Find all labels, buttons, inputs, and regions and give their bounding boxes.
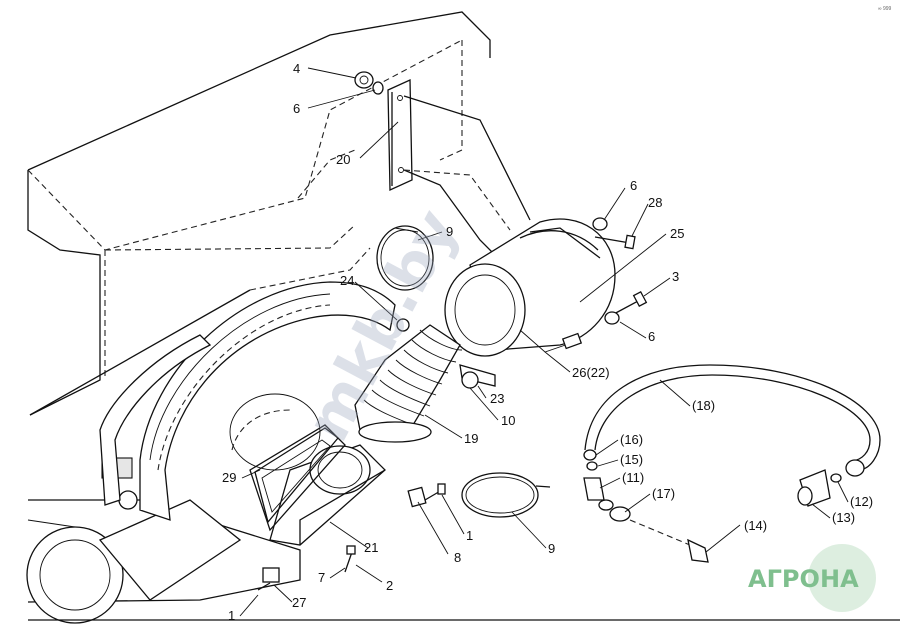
- label-16: (16): [620, 432, 643, 447]
- label-17: (17): [652, 486, 675, 501]
- label-14: (14): [744, 518, 767, 533]
- label-7: 7: [318, 570, 325, 585]
- logo-text-right: НА: [820, 565, 859, 593]
- label-29: 29: [222, 470, 236, 485]
- machine-body-outline: [27, 11, 491, 416]
- label-2: 2: [386, 578, 393, 593]
- label-26-22: 26(22): [572, 365, 610, 380]
- label-10: 10: [501, 413, 515, 428]
- flexible-hose: [354, 318, 463, 443]
- label-4: 4: [293, 61, 300, 76]
- leader-lines: [239, 67, 849, 617]
- label-1: 1: [466, 528, 473, 543]
- label-28: 28: [648, 195, 662, 210]
- mounting-bracket: [354, 71, 531, 261]
- label-6: 6: [630, 178, 637, 193]
- agro-logo: АГРО НА: [748, 544, 876, 612]
- label-3: 3: [672, 269, 679, 284]
- lower-frame: [26, 457, 900, 624]
- intake-adapter: [249, 424, 427, 583]
- label-15: (15): [620, 452, 643, 467]
- label-8: 8: [454, 550, 461, 565]
- label-12: (12): [850, 494, 873, 509]
- label-24: 24: [340, 273, 354, 288]
- label-11: (11): [622, 470, 644, 485]
- fan-cowl: [99, 281, 396, 521]
- logo-text-left: АГРО: [748, 565, 820, 593]
- label-9: 9: [446, 224, 453, 239]
- air-filter-housing: [444, 218, 616, 389]
- label-20: 20: [336, 152, 350, 167]
- label-25: 25: [670, 226, 684, 241]
- label-6: 6: [293, 101, 300, 116]
- pipe-assembly: [583, 364, 881, 563]
- label-18: (18): [692, 398, 715, 413]
- label-19: 19: [464, 431, 478, 446]
- label-21: 21: [364, 540, 378, 555]
- label-27: 27: [292, 595, 306, 610]
- label-6: 6: [648, 329, 655, 344]
- part-labels: 4 6 20 9 24 6 28 25 3 6 26(22) 23 10 19 …: [222, 61, 873, 623]
- label-13: (13): [832, 510, 855, 525]
- fasteners: [257, 217, 648, 591]
- label-9: 9: [548, 541, 555, 556]
- hose-clamps: [376, 225, 551, 518]
- page-code: ∞ 999: [878, 6, 892, 12]
- label-23: 23: [490, 391, 504, 406]
- label-1: 1: [228, 608, 235, 623]
